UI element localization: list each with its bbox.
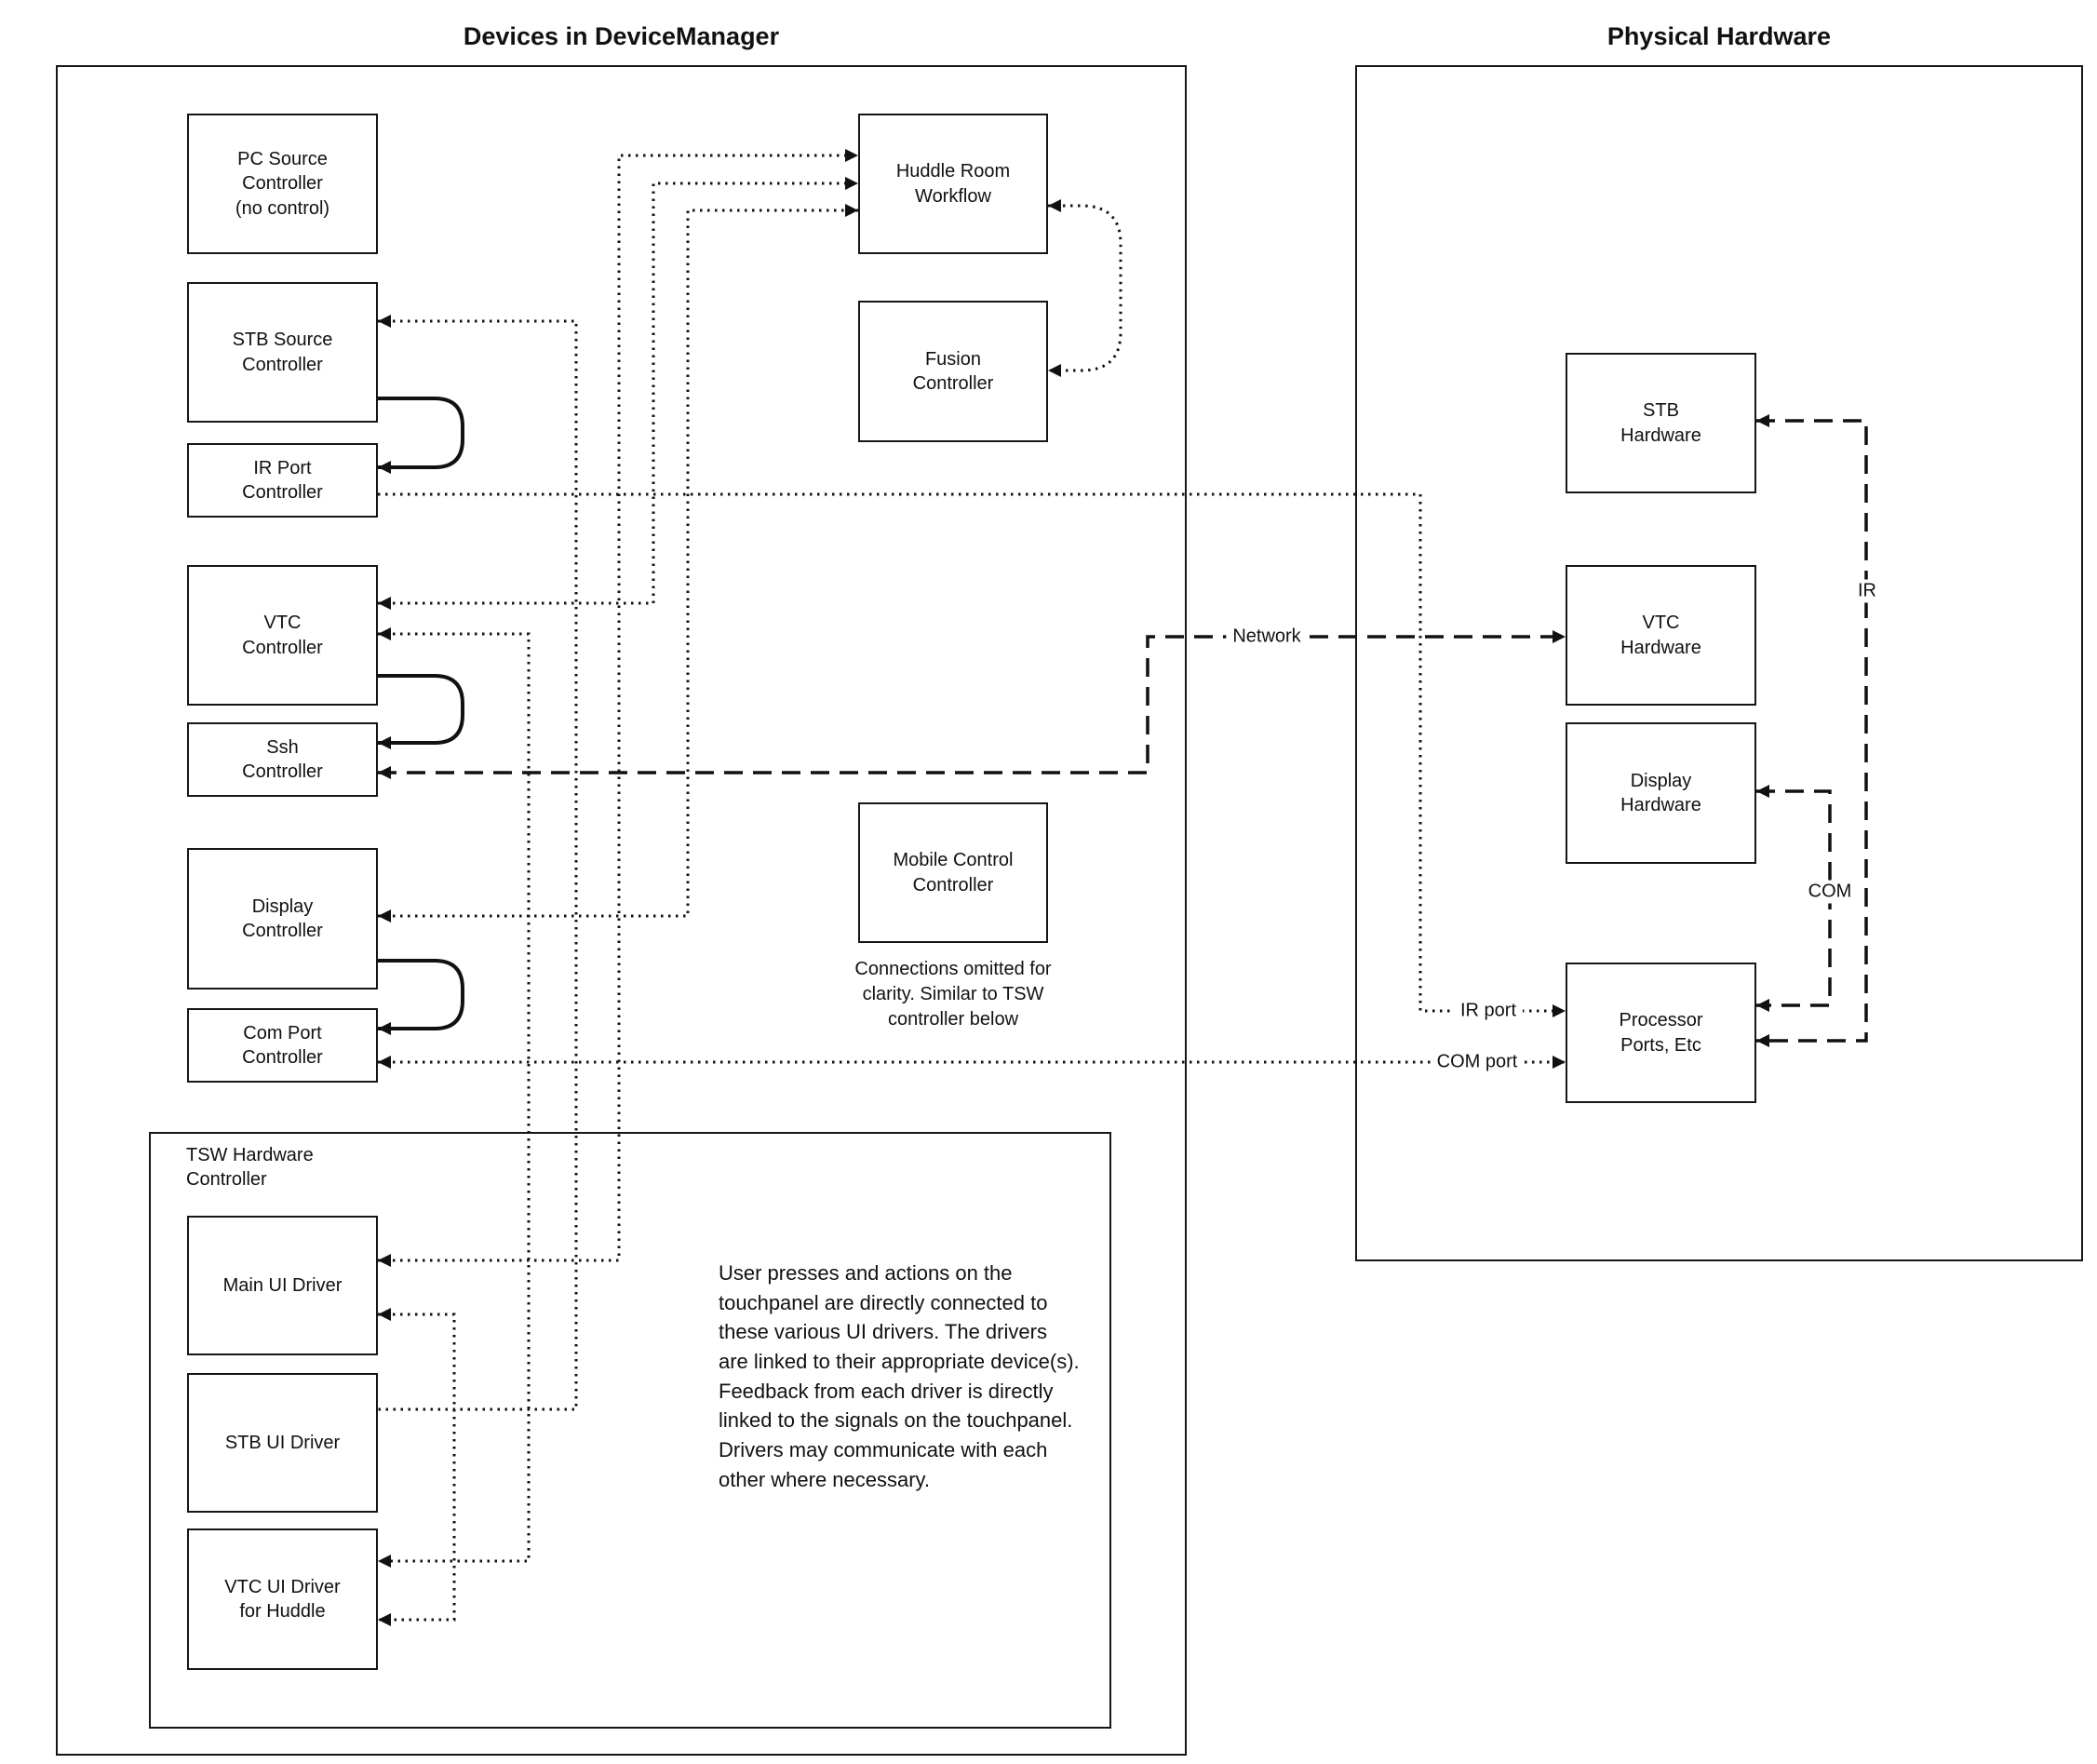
stbsource-to-irport-link — [378, 397, 464, 474]
stbui-to-stbsource-link — [378, 315, 578, 1411]
vtc-to-ssh-link — [378, 674, 464, 749]
huddle-to-fusion-link — [1048, 199, 1122, 377]
com-port-controller-box: Com Port Controller — [187, 1008, 378, 1083]
fusion-controller-box: Fusion Controller — [858, 301, 1048, 442]
physical-hardware-title: Physical Hardware — [1606, 22, 1832, 50]
network-link — [378, 630, 1566, 779]
mainui-to-vtcui-driver-comm-link — [378, 1308, 456, 1626]
ssh-controller-box: Ssh Controller — [187, 722, 378, 797]
mobile-control-note: Connections omitted for clarity. Similar… — [854, 959, 1052, 1030]
stb-source-controller-box: STB Source Controller — [187, 282, 378, 423]
displaycontroller-to-huddle-link — [378, 204, 858, 922]
ir-label: IR — [1851, 579, 1883, 603]
com-port-label: COM port — [1430, 1050, 1525, 1074]
ir-port-controller-box: IR Port Controller — [187, 443, 378, 518]
vtc-controller-box: VTC Controller — [187, 565, 378, 706]
processor-ports-box: Processor Ports, Etc — [1566, 963, 1756, 1103]
vtcui-to-vtccontroller-link — [378, 627, 531, 1568]
ir-link — [1756, 414, 1868, 1047]
tsw-description-text: User presses and actions on the touchpan… — [719, 1261, 1080, 1491]
tsw-panel-label: TSW Hardware Controller — [186, 1145, 314, 1190]
stb-ui-driver-box: STB UI Driver — [187, 1373, 378, 1513]
device-manager-title: Devices in DeviceManager — [463, 22, 780, 50]
stb-hardware-box: STB Hardware — [1566, 353, 1756, 493]
main-ui-driver-box: Main UI Driver — [187, 1216, 378, 1355]
network-label: Network — [1226, 625, 1308, 649]
display-hardware-box: Display Hardware — [1566, 722, 1756, 864]
vtc-hardware-box: VTC Hardware — [1566, 565, 1756, 706]
display-controller-box: Display Controller — [187, 848, 378, 990]
device-manager-panel — [56, 65, 1187, 1756]
display-to-comport-link — [378, 959, 464, 1035]
huddle-room-workflow-box: Huddle Room Workflow — [858, 114, 1048, 254]
ir-port-label: IR port — [1453, 999, 1524, 1023]
pc-source-controller-box: PC Source Controller (no control) — [187, 114, 378, 254]
com-label: COM — [1801, 880, 1859, 904]
mobile-control-controller-box: Mobile Control Controller — [858, 802, 1048, 943]
vtc-ui-driver-box: VTC UI Driver for Huddle — [187, 1528, 378, 1670]
mainui-to-huddle-link — [378, 149, 858, 1267]
